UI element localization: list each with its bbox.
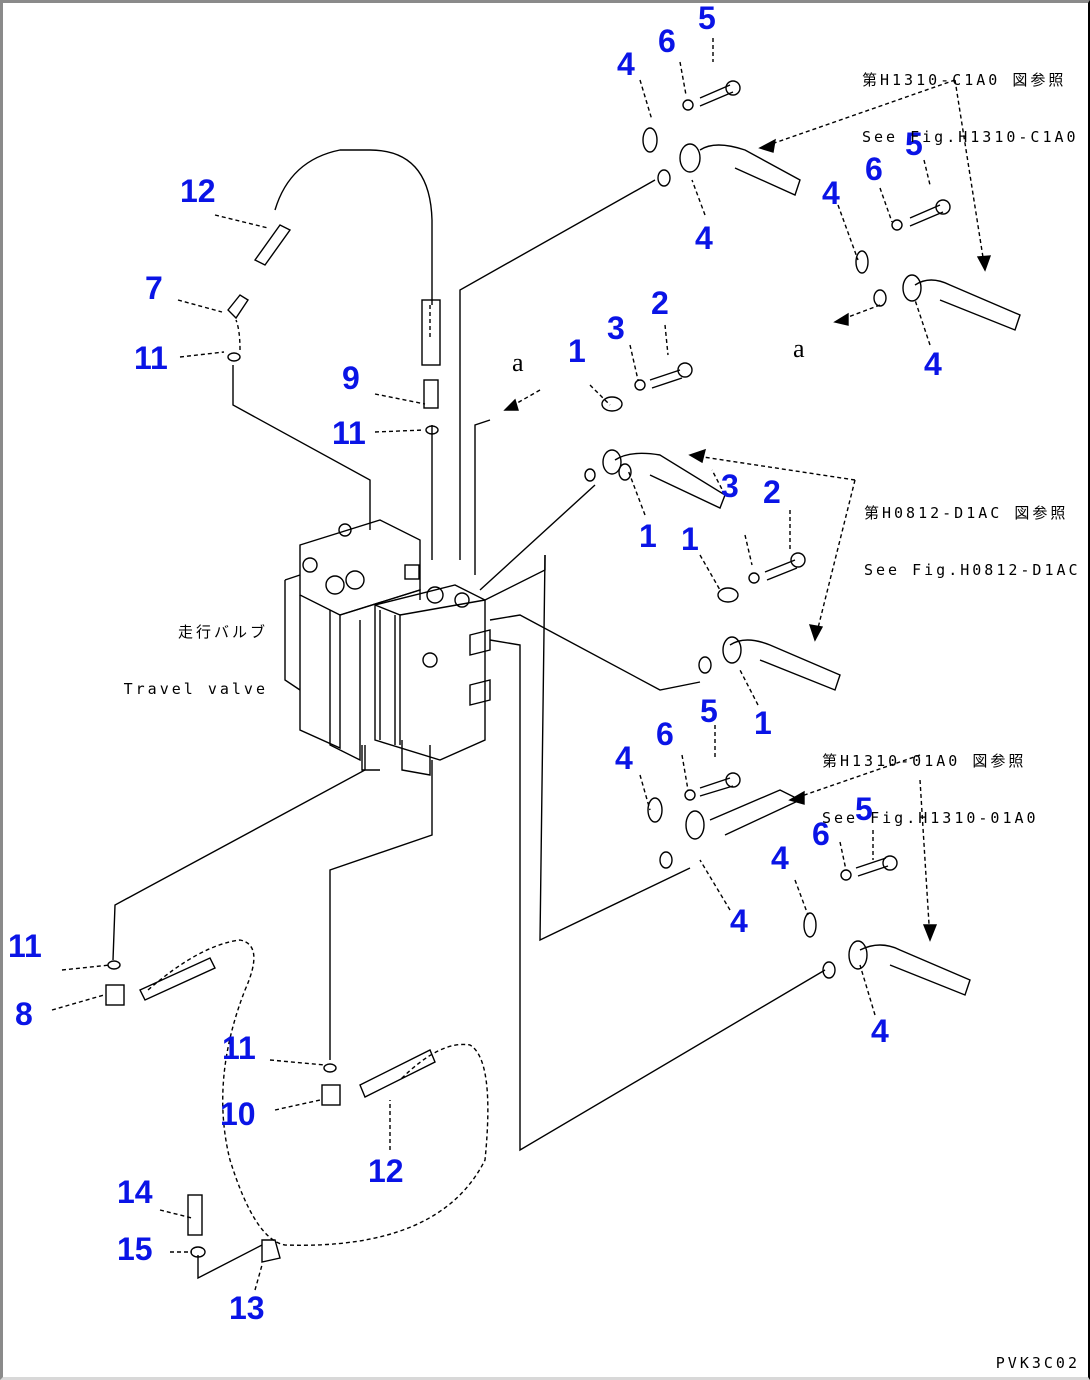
reference-jp: 第H1310-01A0 図参照	[822, 752, 1027, 770]
part-label: 6	[865, 151, 883, 187]
travel-valve-label: 走行バルブ Travel valve	[118, 585, 268, 718]
part-label: 4	[871, 1013, 889, 1049]
view-marker-a: a	[512, 348, 524, 377]
view-marker-a: a	[793, 334, 805, 363]
reference-jp: 第H1310-C1A0 図参照	[862, 71, 1067, 89]
part-label: 3	[607, 310, 625, 346]
part-label: 9	[342, 360, 360, 396]
part-label: 5	[700, 693, 718, 729]
part-label: 11	[134, 340, 168, 376]
part-label: 10	[220, 1096, 256, 1132]
hose-lines	[112, 149, 826, 1152]
figure-reference-2: 第H0812-D1AC 図参照 See Fig.H0812-D1AC	[864, 466, 1081, 599]
reference-jp: 第H0812-D1AC 図参照	[864, 504, 1069, 522]
part-label: 2	[651, 285, 669, 321]
part-label: 12	[368, 1153, 404, 1189]
part-label: 1	[681, 521, 699, 557]
part-label: 5	[698, 0, 716, 36]
part-label: 14	[117, 1174, 153, 1210]
part-label: 6	[812, 816, 830, 852]
travel-valve-body	[284, 519, 491, 776]
part-label: 4	[924, 346, 942, 382]
part-label: 13	[229, 1290, 265, 1326]
part-label: 1	[568, 333, 586, 369]
part-label: 4	[771, 840, 789, 876]
reference-en: See Fig.H0812-D1AC	[864, 561, 1081, 579]
part-label: 3	[721, 468, 739, 504]
figure-reference-1: 第H1310-C1A0 図参照 See Fig.H1310-C1A0	[862, 33, 1079, 166]
part-label: 1	[754, 705, 772, 741]
drawing-code: PVK3C02	[995, 1354, 1080, 1372]
part-label: 5	[905, 126, 923, 162]
part-label: 6	[656, 716, 674, 752]
component-label-en: Travel valve	[123, 680, 268, 698]
part-label: 2	[763, 474, 781, 510]
part-label: 8	[15, 996, 33, 1032]
part-label: 4	[695, 220, 713, 256]
component-label-jp: 走行バルブ	[177, 623, 268, 641]
reference-en: See Fig.H1310-01A0	[822, 809, 1039, 827]
part-label: 4	[615, 740, 633, 776]
fittings	[105, 80, 1021, 1280]
part-label: 5	[855, 791, 873, 827]
part-label: 15	[117, 1231, 153, 1267]
part-label: 12	[180, 173, 216, 209]
part-label: 1	[639, 518, 657, 554]
part-label: 4	[617, 46, 635, 82]
part-label: 7	[145, 270, 163, 306]
figure-reference-3: 第H1310-01A0 図参照 See Fig.H1310-01A0	[822, 714, 1039, 847]
part-label: 4	[822, 175, 840, 211]
part-label: 11	[332, 415, 366, 451]
part-label: 6	[658, 23, 676, 59]
part-label: 11	[222, 1030, 256, 1066]
part-label: 4	[730, 903, 748, 939]
part-label: 11	[8, 928, 42, 964]
reference-en: See Fig.H1310-C1A0	[862, 128, 1079, 146]
